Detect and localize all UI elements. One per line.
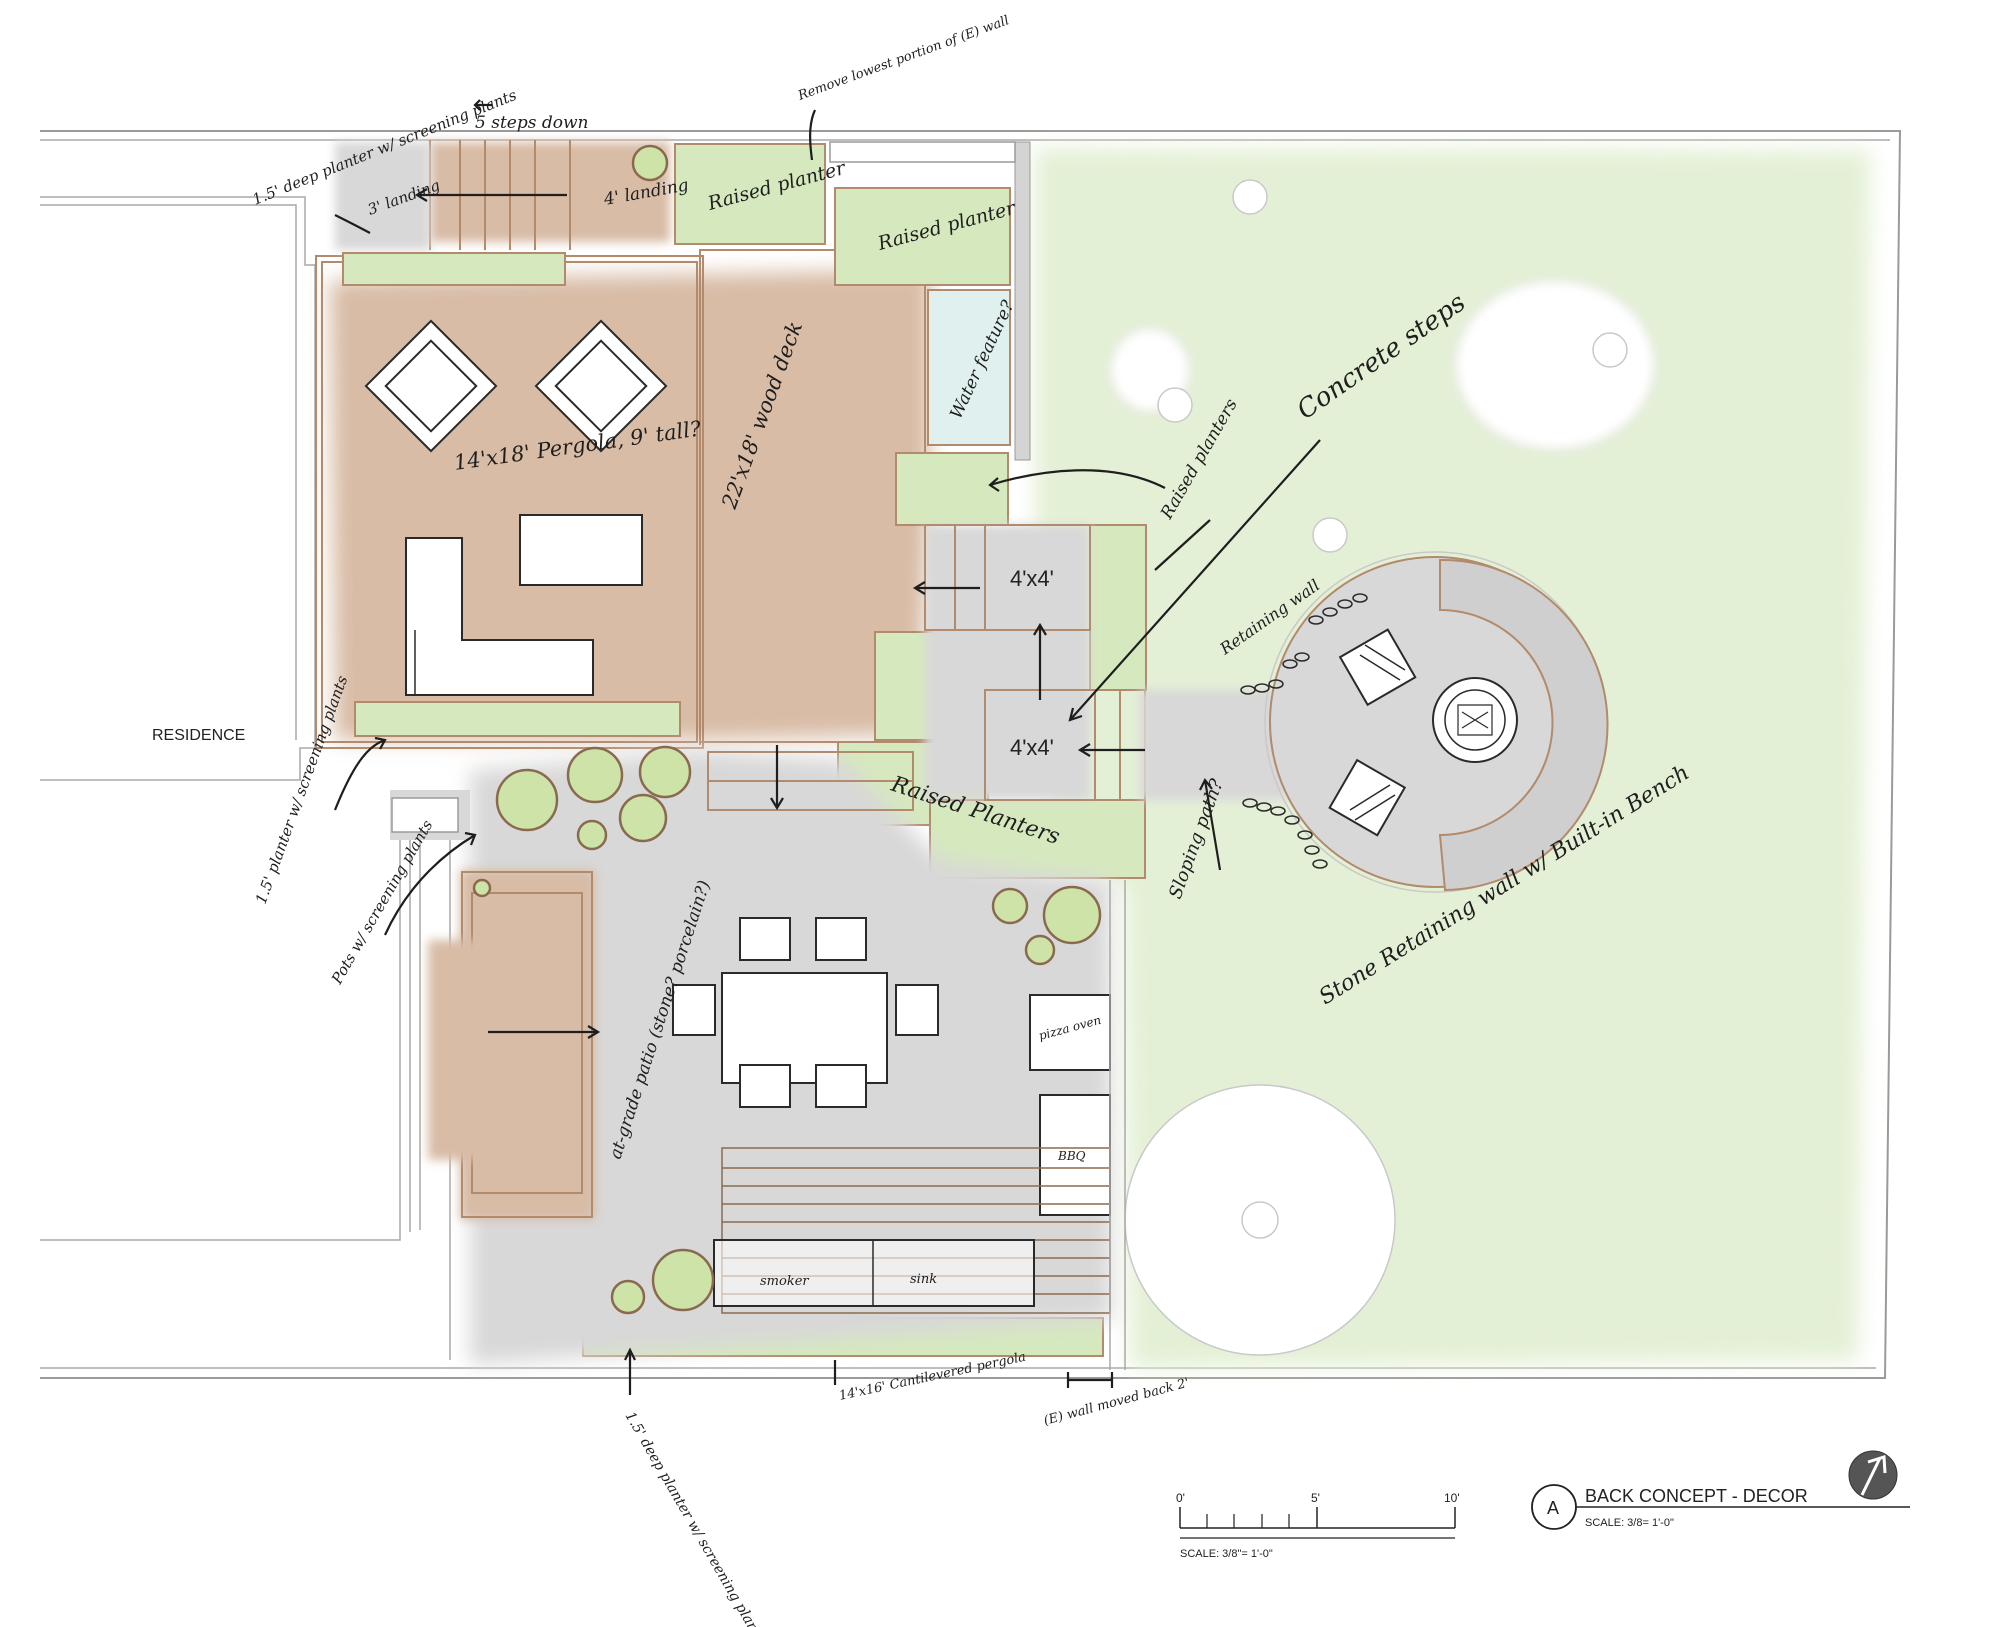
pizza-oven (1029, 994, 1111, 1071)
lawn-clearing (1454, 279, 1656, 451)
label-residence: RESIDENCE (152, 727, 245, 744)
title-block: A BACK CONCEPT - DECOR SCALE: 3/8= 1'-0" (1531, 1450, 1910, 1530)
raised-planter-mid (896, 453, 1008, 525)
label-planter-screening-bottom: 1.5' deep planter w/ screening plants (622, 1409, 768, 1627)
label-bbq: BBQ (1057, 1149, 1086, 1163)
lawn-trees (1124, 179, 1628, 1356)
shrub (472, 878, 492, 898)
scale-tick-10: 10' (1444, 1491, 1460, 1505)
dining-chair (895, 984, 939, 1036)
label-cantilevered: 14'x16' Cantilevered pergola (838, 1350, 1028, 1404)
label-sink: sink (910, 1272, 937, 1287)
raised-planter-2 (835, 188, 1010, 285)
pergola-furniture (364, 319, 668, 696)
dining-chair (739, 917, 791, 961)
adirondack-chair-1 (1338, 628, 1417, 707)
shrub (576, 819, 608, 851)
retaining-wall-stones (1240, 593, 1368, 869)
shrub (631, 144, 669, 182)
drawing-scale: SCALE: 3/8= 1'-0" (1585, 1517, 1674, 1529)
shrub (618, 793, 668, 843)
dining-chair (815, 1064, 867, 1108)
shrub (991, 887, 1029, 925)
coffee-table (519, 514, 643, 586)
property-boundary (40, 130, 1902, 1379)
raised-planter-right (1090, 525, 1146, 690)
scale-caption: SCALE: 3/8"= 1'-0" (1180, 1548, 1273, 1560)
fire-pit-terrace (1240, 551, 1609, 893)
walls (829, 141, 1126, 1370)
built-in-bench (1438, 558, 1609, 892)
tree-circle-3 (1157, 387, 1193, 423)
bbq-counter (1039, 1094, 1111, 1216)
shrub (495, 768, 559, 832)
scale-bar: 0' 5' 10' SCALE: 3/8"= 1'-0" (1176, 1491, 1460, 1560)
dining-chair (815, 917, 867, 961)
dining-chair (672, 984, 716, 1036)
kitchen-counter (713, 1239, 1035, 1307)
label-smoker: smoker (760, 1274, 809, 1289)
adirondack-chair-2 (1328, 758, 1407, 837)
concrete-steps (924, 524, 1290, 801)
tree-circle-1 (1232, 179, 1268, 215)
drawing-marker: A (1547, 1498, 1559, 1518)
tree-circle-2 (1592, 332, 1628, 368)
label-planter-screening-left: 1.5' planter w/ screening plants (252, 673, 352, 906)
label-step-4x4-top: 4'x4' (1010, 566, 1054, 591)
outdoor-kitchen (713, 994, 1111, 1314)
dimension-arrows (333, 99, 1321, 1395)
shrub (1024, 934, 1056, 966)
tree-trunk (1241, 1201, 1279, 1239)
planter-screening-top (343, 253, 565, 285)
label-steps-down: 5 steps down (475, 113, 588, 133)
raised-planter-1 (675, 144, 825, 244)
shrub (566, 746, 624, 804)
label-wall-moved: (E) wall moved back 2' (1042, 1376, 1191, 1429)
scale-tick-0: 0' (1176, 1491, 1185, 1505)
dining-set (672, 917, 939, 1108)
north-arrow-icon (1848, 1450, 1898, 1500)
sectional-sofa (405, 537, 594, 696)
drawing-title: BACK CONCEPT - DECOR (1585, 1486, 1808, 1506)
water-feature (928, 290, 1010, 445)
label-step-4x4-bottom: 4'x4' (1010, 735, 1054, 760)
scale-tick-5: 5' (1311, 1491, 1320, 1505)
landing-3ft (335, 142, 430, 250)
shrubs (472, 144, 1102, 1315)
shrub (651, 1248, 715, 1312)
shrub (610, 1279, 646, 1315)
tree-circle-4 (1312, 517, 1348, 553)
planter-screening-left (355, 702, 680, 736)
shrub (638, 745, 692, 799)
shrub (1042, 885, 1102, 945)
dining-chair (739, 1064, 791, 1108)
label-remove-wall: Remove lowest portion of (E) wall (795, 13, 1011, 104)
